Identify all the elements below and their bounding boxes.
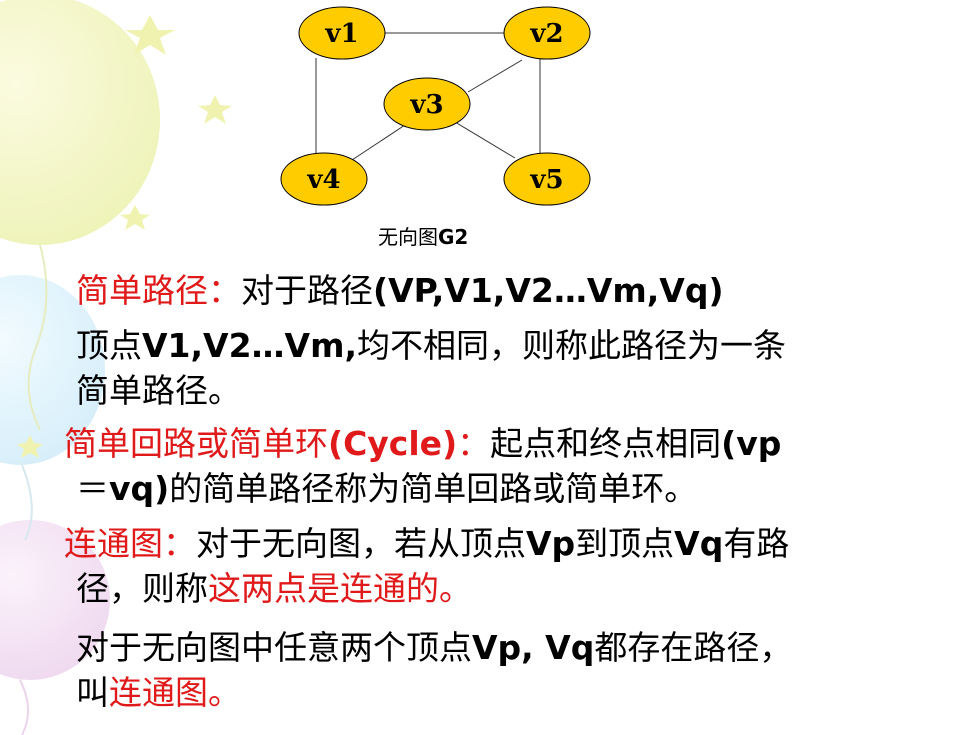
- graph-node-label: v5: [529, 165, 563, 195]
- para-line: 简单回路或简单环(Cycle)：起点和终点相同(vp: [64, 424, 782, 463]
- graph-node-label: v1: [324, 19, 358, 49]
- para-line: 叫连通图。: [76, 673, 241, 712]
- graph-node-v1: v1: [298, 6, 386, 60]
- graph-node-v5: v5: [503, 152, 591, 206]
- para-line: 顶点V1,V2…Vm,均不相同，则称此路径为一条: [76, 326, 786, 365]
- para-line: ＝vq)的简单路径称为简单回路或简单环。: [76, 469, 698, 508]
- term-cycle: 简单回路或简单环: [64, 424, 328, 463]
- para-connected: 连通图：对于无向图，若从顶点Vp到顶点Vq有路 径，则称这两点是连通的。: [64, 521, 789, 611]
- graph-edge-v2-v3: [467, 59, 523, 93]
- graph-node-label: v2: [529, 19, 563, 49]
- balloon-yellow-icon: [0, 0, 160, 245]
- sparkle-icon: [17, 15, 232, 458]
- para-simple-path: 简单路径：对于路径(VP,V1,V2…Vm,Vq): [76, 268, 724, 313]
- graph-g2: v1 v2 v3 v4 v5: [280, 6, 591, 206]
- para-line: 简单路径。: [76, 371, 241, 410]
- balloon-blue-icon: [0, 275, 105, 465]
- term-connected-graph: 连通图：: [64, 524, 196, 563]
- graph-edge-v3-v4: [351, 124, 406, 161]
- term-simple-path: 简单路径：: [76, 271, 241, 310]
- balloon-pink-icon: [0, 520, 110, 680]
- graph-edge-v3-v5: [454, 121, 516, 159]
- para-line: 简单路径：对于路径(VP,V1,V2…Vm,Vq): [76, 271, 724, 310]
- para-cycle: 简单回路或简单环(Cycle)：起点和终点相同(vp ＝vq)的简单路径称为简单…: [64, 421, 781, 511]
- graph-caption: 无向图G2: [378, 225, 469, 249]
- graph-node-shape: [280, 152, 368, 206]
- para-simple-path-cont: 顶点V1,V2…Vm,均不相同，则称此路径为一条 简单路径。: [76, 323, 786, 413]
- graph-node-shape: [383, 77, 471, 131]
- graph-node-label: v3: [409, 90, 443, 120]
- graph-node-shape: [298, 6, 386, 60]
- graph-node-shape: [503, 152, 591, 206]
- graph-node-label: v4: [306, 165, 340, 195]
- graph-node-shape: [503, 6, 591, 60]
- para-line: 连通图：对于无向图，若从顶点Vp到顶点Vq有路: [64, 524, 790, 563]
- para-connected-def: 对于无向图中任意两个顶点Vp, Vq都存在路径， 叫连通图。: [76, 625, 792, 715]
- graph-node-v2: v2: [503, 6, 591, 60]
- para-line: 对于无向图中任意两个顶点Vp, Vq都存在路径，: [76, 628, 793, 667]
- graph-node-v3: v3: [383, 77, 471, 131]
- para-line: 径，则称这两点是连通的。: [76, 569, 472, 608]
- graph-node-v4: v4: [280, 152, 368, 206]
